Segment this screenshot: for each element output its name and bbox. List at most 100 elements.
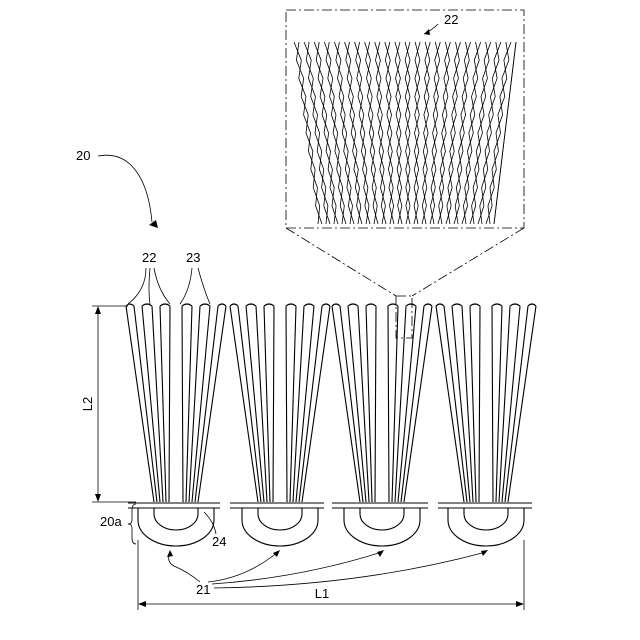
fiber-strand [273,306,274,502]
arrowhead-21-a [167,550,173,557]
u-loop-outer [138,508,214,546]
fiber-strand [479,306,480,502]
fiber-tip [304,304,314,306]
label-24: 24 [212,534,226,549]
fiber-tip [348,304,358,306]
fiber-strand [182,306,183,502]
label-20a: 20a [100,514,122,529]
u-loop-outer [242,508,318,546]
fiber-strand [230,306,258,502]
brush-unit [230,304,330,546]
mesh-fiber [385,42,394,224]
mesh-fiber [405,42,410,224]
mesh-fiber [431,42,441,224]
arrowhead-21-b [273,550,280,557]
fiber-tip [332,304,340,306]
leader-21-a [169,552,200,582]
fiber-tip [218,304,226,306]
fiber-tip [366,304,376,306]
mesh-fiber [472,42,491,224]
fiber-tip [142,304,152,306]
u-loop-inner [464,508,508,530]
fiber-tip [388,304,398,306]
brush-unit [332,304,432,546]
label-22: 22 [142,250,156,265]
fiber-strand [169,306,170,502]
mesh-fiber [480,42,501,224]
fiber-tip [322,304,330,306]
arrowhead-22-detail [424,29,430,35]
fiber-tip [510,304,520,306]
fiber-tip [528,304,536,306]
leader-23-b [198,268,210,304]
leader-21-b [208,552,278,582]
mesh-fiber [355,42,370,224]
arrow-L2-bottom [95,494,101,502]
leader-21-d [214,552,486,588]
mesh-fiber [446,42,459,224]
mesh-fiber [366,42,378,224]
brush-unit [436,304,536,546]
mesh-fiber [438,42,450,224]
leader-22-a [128,268,146,304]
ref-22-23: 22 23 [128,250,210,304]
fiber-tip [406,304,416,306]
mesh-fiber [447,42,461,224]
u-loop-inner [154,508,198,530]
fiber-strand [436,306,464,502]
dimension-L2: L2 [80,306,136,502]
fiber-tip [452,304,462,306]
label-L2: L2 [80,397,95,411]
mesh-fiber [422,42,430,224]
mesh-fiber [346,42,362,224]
mesh-fiber [455,42,470,224]
detail-view: 22 [286,10,524,338]
arrow-L1-right [516,601,524,607]
brace-20a [128,504,136,544]
leader-21-c [212,552,382,584]
label-22-detail: 22 [444,12,458,27]
brush-unit [126,304,226,546]
u-loop-inner [258,508,302,530]
fiber-tip [492,304,502,306]
fiber-strand [492,306,493,502]
leader-dashdot-left [286,228,396,296]
u-loop-outer [448,508,524,546]
leader-23-a [180,268,192,304]
detail-source-box [396,296,412,338]
fiber-tip [286,304,296,306]
fiber-mesh [294,42,516,224]
leader-22-b [149,268,150,304]
leader-20 [98,155,152,222]
leader-dashdot-right [412,228,524,296]
fiber-tip [470,304,480,306]
fiber-strand [332,306,360,502]
u-loop-inner [360,508,404,530]
label-23: 23 [186,250,200,265]
fiber-tip [160,304,170,306]
mesh-fiber [439,42,451,224]
dimension-L1: L1 [138,540,524,610]
arrow-L2-top [95,306,101,314]
fiber-strand [404,306,432,502]
fiber-strand [388,306,389,502]
arrowhead-21-d [481,550,488,556]
mesh-fiber [395,42,402,224]
fiber-strand [126,306,154,502]
label-20: 20 [76,148,90,163]
ref-20: 20 [76,148,158,228]
label-L1: L1 [315,586,329,601]
fiber-strand [198,306,226,502]
fiber-tip [264,304,274,306]
brush-units [126,304,536,546]
mesh-fiber [294,42,320,224]
mesh-fiber [376,42,387,224]
mesh-fiber [430,42,440,224]
fiber-tip [424,304,432,306]
fiber-strand [508,306,536,502]
fiber-strand [286,306,287,502]
fiber-strand [375,306,376,502]
fiber-strand [302,306,330,502]
arrow-L1-left [138,601,146,607]
